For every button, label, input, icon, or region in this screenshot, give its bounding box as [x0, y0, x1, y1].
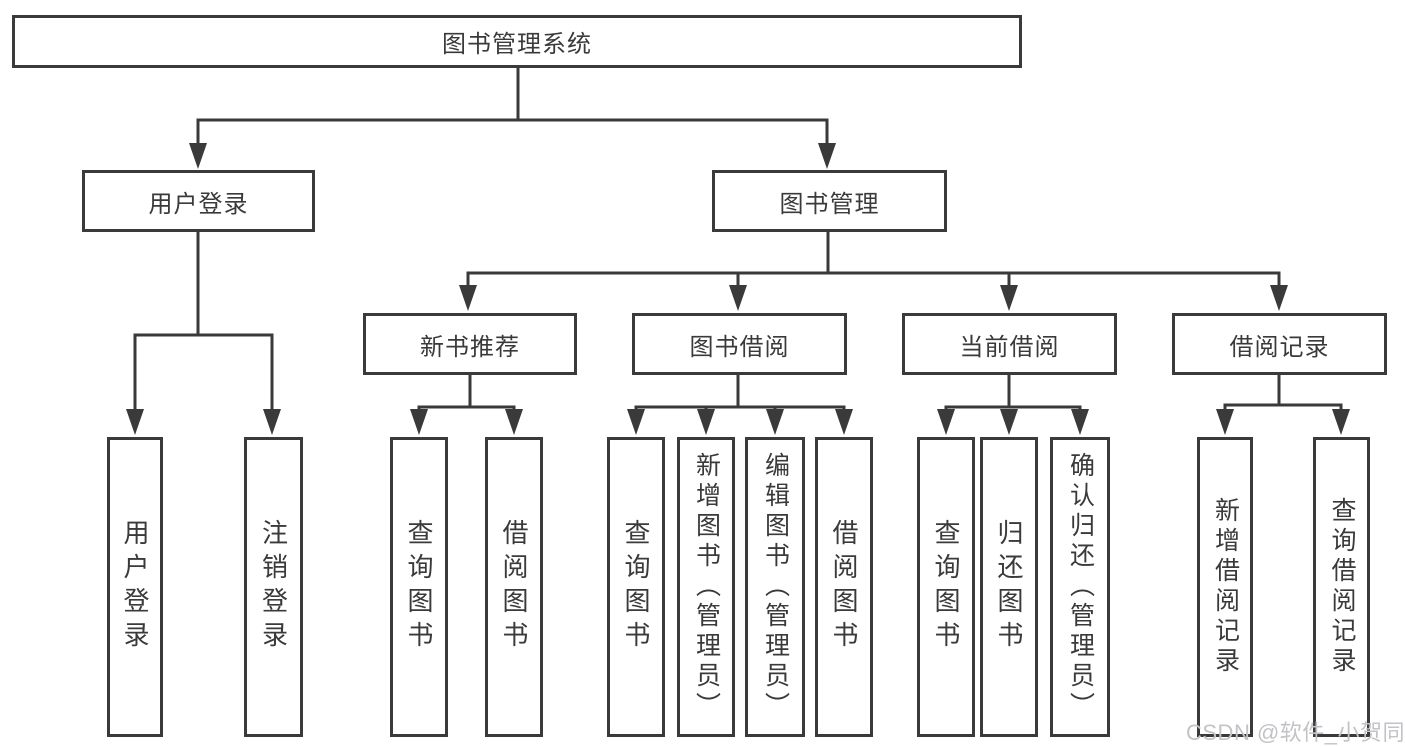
leaf-user-login: 用户登录 — [107, 437, 163, 737]
connector-book-mgmt — [466, 232, 1281, 292]
arrowhead — [627, 409, 645, 435]
node-root: 图书管理系统 — [12, 15, 1022, 68]
arrowhead — [818, 143, 836, 169]
arrowhead — [835, 409, 853, 435]
leaf-borrow-query: 查询图书 — [607, 437, 665, 737]
watermark: CSDN @软件_小贺同学 — [1186, 720, 1405, 745]
node-book-management: 图书管理 — [712, 170, 947, 232]
leaf-current-return: 归还图书 — [980, 437, 1038, 737]
arrowhead — [1270, 285, 1288, 311]
leaf-current-query: 查询图书 — [917, 437, 975, 737]
arrowhead — [729, 285, 747, 311]
arrowhead — [1332, 409, 1350, 435]
leaf-borrow-edit: 编辑图书（管理员） — [745, 437, 805, 737]
node-borrowing-records: 借阅记录 — [1172, 313, 1387, 375]
arrowhead — [459, 285, 477, 311]
connector-new-books — [417, 375, 516, 414]
arrowhead — [1071, 409, 1089, 435]
leaf-logout: 注销登录 — [244, 437, 303, 737]
connector-current-borrow — [944, 375, 1082, 414]
arrowhead — [1000, 409, 1018, 435]
leaf-borrow-add: 新增图书（管理员） — [677, 437, 735, 737]
arrowhead — [766, 409, 784, 435]
arrowhead — [410, 409, 428, 435]
node-current-borrowing: 当前借阅 — [902, 313, 1117, 375]
leaf-newbooks-query: 查询图书 — [390, 437, 448, 737]
node-new-book-recommend: 新书推荐 — [363, 313, 577, 375]
arrowhead — [1000, 285, 1018, 311]
leaf-newbooks-borrow: 借阅图书 — [485, 437, 543, 737]
leaf-current-confirm-return: 确认归还（管理员） — [1050, 437, 1110, 737]
arrowhead — [126, 409, 144, 435]
connector-user-login — [133, 232, 274, 414]
connector-paths — [133, 67, 1343, 414]
leaf-records-add: 新增借阅记录 — [1197, 437, 1253, 737]
node-user-login: 用户登录 — [82, 170, 315, 232]
connector-borrow-records — [1223, 375, 1343, 412]
arrowhead — [697, 409, 715, 435]
connector-root — [196, 67, 829, 148]
arrowhead — [937, 409, 955, 435]
leaf-records-query: 查询借阅记录 — [1313, 437, 1370, 737]
connector-book-borrow — [634, 375, 846, 414]
node-book-borrowing: 图书借阅 — [632, 313, 847, 375]
arrowheads — [126, 143, 1350, 435]
arrowhead — [263, 409, 281, 435]
arrowhead — [505, 409, 523, 435]
leaf-borrow-borrow: 借阅图书 — [815, 437, 873, 737]
arrowhead — [1216, 409, 1234, 435]
arrowhead — [189, 143, 207, 169]
